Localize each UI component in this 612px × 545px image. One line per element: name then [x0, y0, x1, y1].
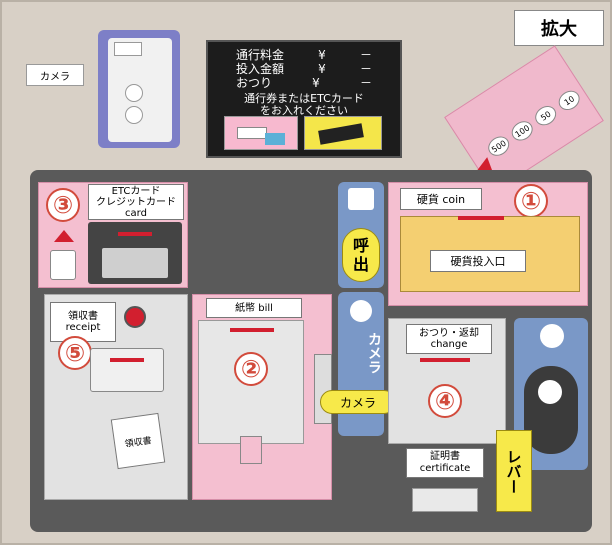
- lever-button[interactable]: レバー: [496, 430, 532, 512]
- card-label-3: card: [125, 207, 147, 219]
- coin-inlet-label: 硬貨投入口: [430, 250, 526, 272]
- display-message-2: をお入れください: [260, 104, 348, 117]
- card-label: ETCカード クレジットカード card: [88, 184, 184, 220]
- card-arrow-icon: [54, 230, 74, 242]
- certificate-label-2: certificate: [419, 463, 471, 474]
- bill-icon: [240, 436, 262, 464]
- ticket-icon: [224, 116, 298, 150]
- certificate-label: 証明書 certificate: [406, 448, 484, 478]
- certificate-slot[interactable]: [412, 488, 478, 512]
- card-slot-face: [102, 248, 168, 278]
- change-label-1: おつり・返却: [419, 328, 479, 339]
- card-label-1: ETCカード: [111, 185, 161, 197]
- currency: ¥: [318, 62, 326, 76]
- call-button[interactable]: 呼 出: [342, 228, 380, 282]
- top-camera-slot: [114, 42, 142, 56]
- coin-slot-indicator: [458, 216, 504, 220]
- number-5-icon: ⑤: [58, 336, 92, 370]
- currency: ¥: [318, 48, 326, 62]
- fee-label: 通行料金: [236, 48, 285, 62]
- receipt-button[interactable]: [124, 306, 146, 328]
- call-label-2: 出: [352, 255, 369, 274]
- down-arrow-icon: [538, 380, 562, 404]
- camera-button[interactable]: カメラ: [320, 390, 396, 414]
- receipt-slot[interactable]: [90, 348, 164, 392]
- certificate-label-1: 証明書: [430, 451, 460, 462]
- card-slot-indicator: [118, 232, 152, 236]
- number-4-icon: ④: [428, 384, 462, 418]
- top-camera-label: カメラ: [26, 64, 84, 86]
- etc-card-icon: [304, 116, 382, 150]
- receipt-label: 領収書 receipt: [50, 302, 116, 342]
- coin-label: 硬貨 coin: [400, 188, 482, 210]
- change-slot-indicator: [420, 358, 470, 362]
- display-message-1: 通行券またはETCカード: [244, 92, 364, 105]
- currency: ¥: [312, 76, 320, 90]
- change-label: おつり: [236, 76, 273, 90]
- accessibility-icon: [540, 324, 564, 348]
- bill-label: 紙幣 bill: [206, 298, 302, 318]
- camera-column-label: カメラ: [366, 332, 382, 374]
- camera-column: カメラ: [338, 292, 384, 436]
- number-2-icon: ②: [234, 352, 268, 386]
- dash: －: [359, 76, 372, 90]
- receipt-label-1: 領収書: [68, 311, 98, 322]
- intercom-icon: [348, 188, 374, 210]
- call-label-1: 呼: [352, 236, 369, 255]
- enlarge-button[interactable]: 拡大: [514, 10, 604, 46]
- receipt-slot-indicator: [110, 358, 144, 362]
- card-label-2: クレジットカード: [96, 196, 176, 208]
- top-camera-lens-icon: [125, 106, 143, 124]
- receipt-paper-label: 領収書: [124, 436, 153, 450]
- change-label: おつり・返却 change: [406, 324, 492, 354]
- coin-10-label: 10: [555, 86, 584, 114]
- card-icon: [50, 250, 76, 280]
- bill-slot-indicator: [230, 328, 274, 332]
- receipt-zone: [44, 294, 188, 500]
- number-3-icon: ③: [46, 188, 80, 222]
- inserted-label: 投入金額: [236, 62, 285, 76]
- coin-100-label: 100: [508, 117, 537, 145]
- receipt-label-2: receipt: [65, 322, 101, 333]
- number-1-icon: ①: [514, 184, 548, 218]
- coin-500-label: 500: [484, 132, 513, 160]
- receipt-paper-icon: 領収書: [110, 412, 166, 470]
- dash: －: [359, 48, 372, 62]
- coin-50-label: 50: [531, 102, 560, 130]
- top-camera-lens-icon: [125, 84, 143, 102]
- dash: －: [359, 62, 372, 76]
- change-label-2: change: [430, 339, 468, 350]
- camera-icon: [350, 300, 372, 322]
